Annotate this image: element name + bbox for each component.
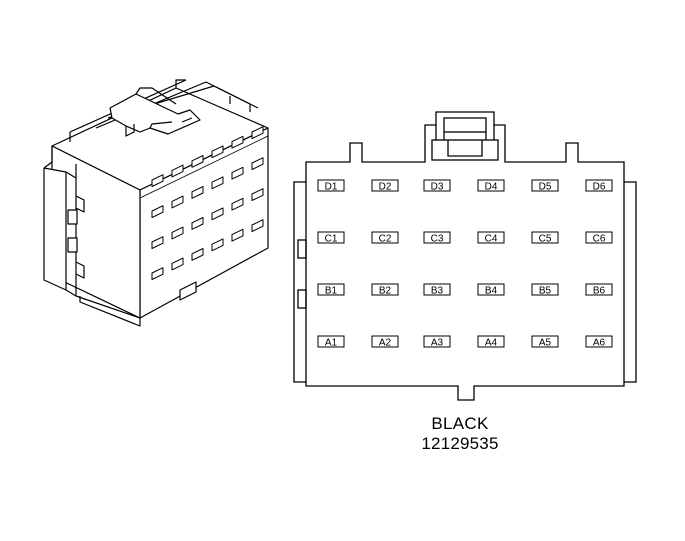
- pin-cavity-c5: C5: [531, 231, 559, 245]
- isometric-cavity: [191, 155, 204, 168]
- isometric-cavity: [151, 205, 164, 218]
- pin-cavity-b6: B6: [585, 283, 613, 297]
- isometric-cavity: [251, 219, 264, 232]
- pin-cavity-b4: B4: [477, 283, 505, 297]
- pin-cavity-c2: C2: [371, 231, 399, 245]
- pin-label: A6: [593, 338, 606, 349]
- pin-label: A4: [485, 338, 498, 349]
- pin-cavity-c3: C3: [423, 231, 451, 245]
- isometric-cavity: [171, 164, 184, 178]
- isometric-cavity: [151, 267, 164, 280]
- isometric-cavity: [151, 236, 164, 249]
- connector-housing-outline: [293, 111, 637, 401]
- isometric-cavity: [251, 157, 264, 170]
- pin-label: D6: [593, 182, 606, 193]
- isometric-cavity: [171, 226, 184, 240]
- isometric-cavity: [231, 228, 244, 242]
- pin-cavity-d3: D3: [423, 179, 451, 193]
- pin-label: B5: [539, 286, 552, 297]
- pin-label: C6: [593, 234, 606, 245]
- pin-cavity-a3: A3: [423, 335, 451, 349]
- connector-color-label: BLACK: [431, 414, 489, 433]
- pin-cavity-a5: A5: [531, 335, 559, 349]
- pin-label: C3: [431, 234, 444, 245]
- isometric-cavity: [231, 197, 244, 211]
- pin-label: A1: [325, 338, 338, 349]
- isometric-cavities: [151, 126, 264, 280]
- pin-label: D1: [325, 182, 338, 193]
- pin-label: B6: [593, 286, 606, 297]
- isometric-cavity: [211, 207, 224, 221]
- pin-cavity-b3: B3: [423, 283, 451, 297]
- isometric-cavity: [171, 257, 184, 271]
- pin-cavity-a2: A2: [371, 335, 399, 349]
- isometric-cavity: [171, 195, 184, 209]
- pin-cavity-d6: D6: [585, 179, 613, 193]
- isometric-cavity: [191, 186, 204, 199]
- pin-label: D3: [431, 182, 444, 193]
- pin-label: C1: [325, 234, 338, 245]
- pin-cavity-d4: D4: [477, 179, 505, 193]
- pin-cavity-c1: C1: [317, 231, 345, 245]
- pin-cavity-b5: B5: [531, 283, 559, 297]
- pin-cavity-c4: C4: [477, 231, 505, 245]
- isometric-cavity: [211, 176, 224, 190]
- pin-label: C5: [539, 234, 552, 245]
- isometric-cavity: [231, 166, 244, 180]
- pin-cavity-c6: C6: [585, 231, 613, 245]
- pin-cavity-a6: A6: [585, 335, 613, 349]
- isometric-cavity: [251, 126, 264, 139]
- pin-cavity-b1: B1: [317, 283, 345, 297]
- pin-label: C4: [485, 234, 498, 245]
- pin-label: B4: [485, 286, 498, 297]
- isometric-cavity: [151, 174, 164, 187]
- isometric-cavity: [231, 135, 244, 149]
- pin-label: B1: [325, 286, 338, 297]
- pin-label: A2: [379, 338, 392, 349]
- isometric-cavity: [211, 145, 224, 159]
- pin-cavity-b2: B2: [371, 283, 399, 297]
- pin-label: A5: [539, 338, 552, 349]
- pin-cavity-d1: D1: [317, 179, 345, 193]
- pin-cavity-d2: D2: [371, 179, 399, 193]
- isometric-cavity: [191, 217, 204, 230]
- isometric-cavity: [251, 188, 264, 201]
- pin-cavity-d5: D5: [531, 179, 559, 193]
- pin-label: A3: [431, 338, 444, 349]
- pin-label: D2: [379, 182, 392, 193]
- pin-label: D5: [539, 182, 552, 193]
- isometric-cavity: [211, 238, 224, 252]
- pin-cavity-a1: A1: [317, 335, 345, 349]
- pin-label: C2: [379, 234, 392, 245]
- pin-label: B3: [431, 286, 444, 297]
- connector-part-number: 12129535: [421, 434, 499, 453]
- pin-cavity-a4: A4: [477, 335, 505, 349]
- pin-label: B2: [379, 286, 392, 297]
- isometric-cavity: [191, 248, 204, 261]
- pin-label: D4: [485, 182, 498, 193]
- connector-isometric-view: [43, 79, 269, 327]
